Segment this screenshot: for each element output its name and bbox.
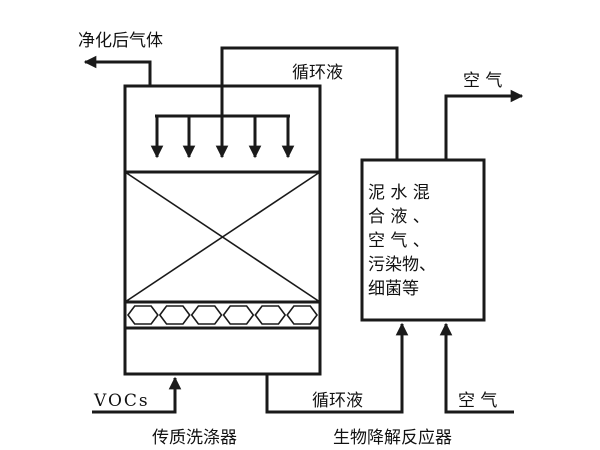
bioreactor-box	[360, 158, 486, 322]
purified-gas-label: 净化后气体	[78, 31, 163, 51]
support-bead	[222, 305, 255, 325]
support-bead	[190, 305, 223, 325]
reactor-content-line-4: 污染物、	[368, 255, 436, 275]
reactor-caption: 生物降解反应器	[333, 428, 452, 448]
recycle-liquid-top-label: 循环液	[292, 63, 343, 83]
packing-cross-b	[124, 171, 321, 303]
air-in-label: 空 气	[458, 391, 497, 411]
support-beads	[127, 305, 318, 325]
recycle-liquid-bottom-label: 循环液	[312, 391, 363, 411]
air-outlet	[444, 89, 524, 160]
recycle-loop-top	[220, 46, 399, 160]
vocs-label: VOCs	[93, 391, 150, 411]
support-bead	[286, 305, 318, 325]
support-bead	[254, 305, 287, 325]
vocs-inlet	[92, 376, 182, 414]
support-bead	[127, 305, 159, 325]
air-out-label: 空 气	[463, 71, 502, 91]
purified-gas-outlet	[83, 55, 152, 86]
scrubber-caption: 传质洗涤器	[152, 428, 237, 448]
support-bead	[158, 305, 191, 325]
air-inlet	[439, 322, 514, 414]
reactor-content-line-5: 细菌等	[368, 279, 419, 299]
reactor-content-line-3: 空 气 、	[368, 231, 430, 251]
recycle-loop-bottom	[265, 322, 409, 414]
reactor-content-line-1: 泥 水 混	[368, 183, 430, 203]
spray-distributor	[150, 114, 295, 159]
reactor-content-line-2: 合 液 、	[368, 207, 430, 227]
